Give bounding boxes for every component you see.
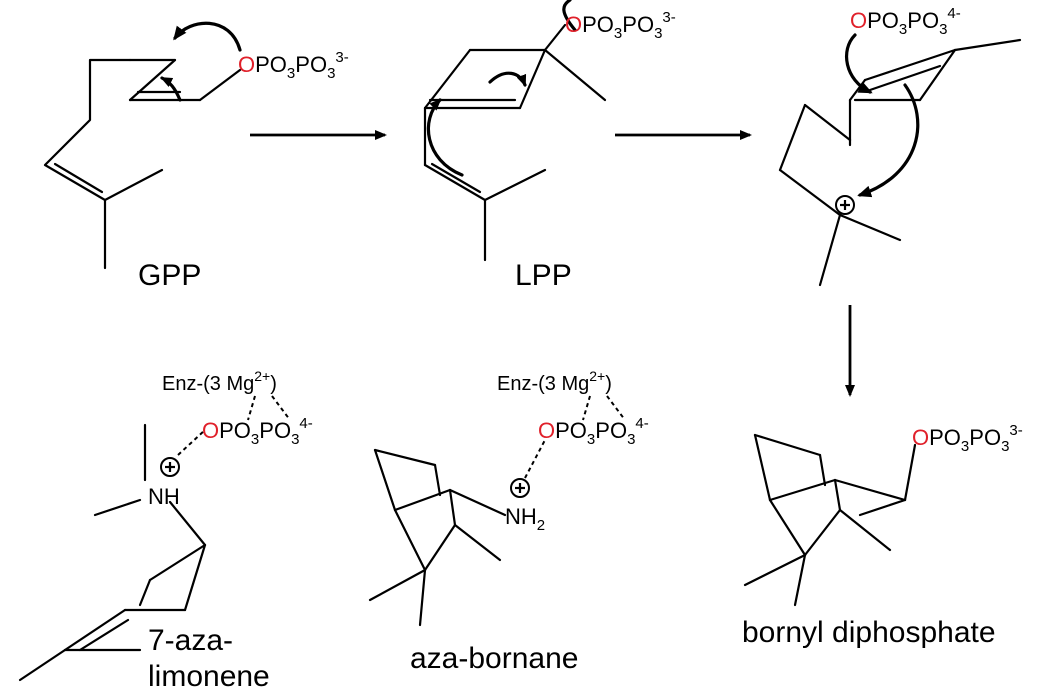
aza-bornane-label: aza-bornane: [410, 642, 578, 675]
aza-bornane-phosphate: OPO3PO34-: [538, 415, 649, 448]
aza-bornane-nh2: NH2: [505, 504, 545, 534]
aza-bornane-structure: [368, 439, 546, 627]
lpp-curly-arrow-3: [562, 0, 577, 32]
cation-phosphate: OPO3PO34-: [850, 5, 961, 38]
lpp-label: LPP: [515, 259, 572, 292]
lpp-curly-arrow-1: [426, 98, 464, 177]
aza-limonene-label-line1: 7-aza-: [148, 624, 233, 657]
gpp-label: GPP: [138, 259, 201, 292]
aza-limonene-phosphate: OPO3PO34-: [202, 415, 313, 448]
cation-curly-arrow-1: [845, 33, 873, 94]
aza-bornane-mg-contact-2: [606, 395, 626, 421]
aza-limonene-nh: NH: [148, 484, 180, 509]
aza-limonene-mg-contact-1: [247, 395, 256, 421]
gpp-phosphate: OPO3PO33-: [238, 49, 349, 82]
bornyl-phosphate: OPO3PO33-: [912, 422, 1023, 455]
aza-bornane-mg-contact-1: [582, 395, 591, 421]
gpp-structure: [43, 21, 242, 270]
bornyl-label: bornyl diphosphate: [742, 616, 996, 649]
bornyl-diphosphate-structure: [743, 433, 917, 607]
aza-limonene-label-line2: limonene: [148, 660, 270, 693]
lpp-curly-arrow-2: [488, 71, 527, 87]
cation-curly-arrow-2: [857, 83, 920, 198]
aza-limonene-structure: [18, 423, 207, 682]
terpinyl-cation-structure: [778, 33, 1022, 287]
gpp-curly-arrow-1: [173, 21, 242, 52]
aza-bornane-enzyme: Enz-(3 Mg2+): [497, 368, 612, 395]
gpp-curly-arrow-2: [160, 76, 182, 102]
aza-limonene-mg-contact-2: [271, 395, 291, 421]
lpp-structure: [423, 0, 607, 262]
lpp-phosphate: OPO3PO33-: [565, 9, 676, 42]
aza-limonene-enzyme: Enz-(3 Mg2+): [162, 368, 277, 395]
